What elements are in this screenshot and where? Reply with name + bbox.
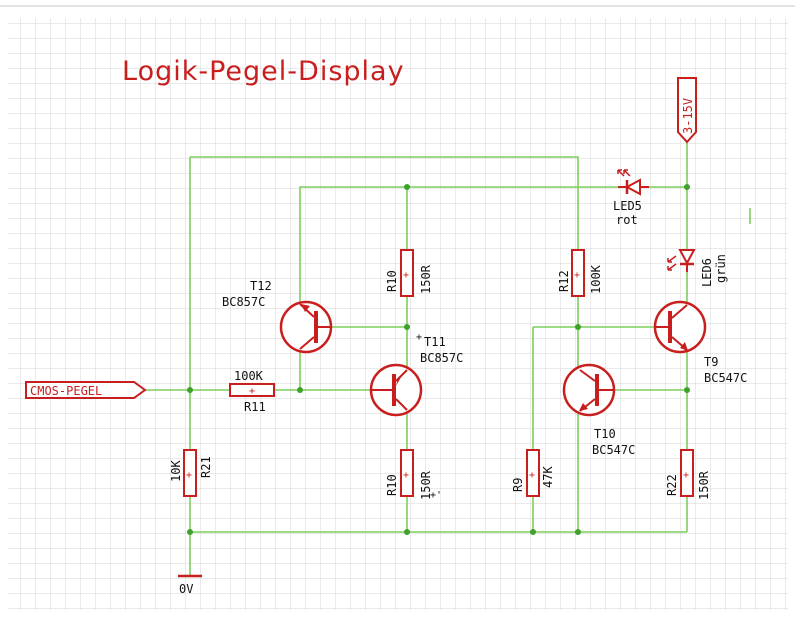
page-title: Logik-Pegel-Display bbox=[122, 56, 405, 87]
t12-value: BC857C bbox=[222, 295, 265, 309]
resistor-r21[interactable]: + 10K R21 bbox=[169, 449, 213, 497]
r10-top-value: 150R bbox=[419, 264, 433, 294]
plus-mark: + bbox=[403, 470, 409, 481]
resistor-r10-top[interactable]: + R10 150R bbox=[385, 249, 433, 297]
resistor-r12[interactable]: + R12 100K bbox=[557, 249, 603, 297]
transistor-t9[interactable]: T9 BC547C bbox=[653, 300, 747, 385]
led5-name: LED5 bbox=[613, 199, 642, 213]
junction-dot bbox=[404, 324, 410, 330]
led6-value: grün bbox=[714, 254, 728, 283]
r11-name: R11 bbox=[244, 400, 266, 414]
input-port-label: CMOS-PEGEL bbox=[30, 384, 102, 398]
t10-name: T10 bbox=[594, 427, 616, 441]
resistor-r10-bottom[interactable]: + R10 150R +' bbox=[385, 449, 442, 501]
plus-mark: + bbox=[683, 470, 689, 481]
t9-name: T9 bbox=[704, 355, 718, 369]
resistor-r9[interactable]: + R9 47K bbox=[511, 449, 555, 497]
supply-port-label: 3-15V bbox=[681, 98, 695, 134]
ground-label: 0V bbox=[179, 582, 193, 596]
r9-value: 47K bbox=[541, 466, 555, 488]
plus-mark: + bbox=[529, 470, 535, 481]
junction-dot bbox=[187, 529, 193, 535]
plus-mark: + bbox=[186, 470, 192, 481]
r22-value: 150R bbox=[697, 470, 711, 500]
r9-name: R9 bbox=[511, 478, 525, 492]
junctions bbox=[187, 184, 690, 535]
transistor-t10[interactable]: T10 BC547C bbox=[562, 363, 635, 457]
r22-name: R22 bbox=[665, 474, 679, 496]
junction-dot bbox=[575, 529, 581, 535]
wires bbox=[145, 140, 751, 575]
t10-value: BC547C bbox=[592, 443, 635, 457]
resistor-r11[interactable]: + 100K R11 bbox=[229, 369, 275, 414]
r10-bottom-value: 150R bbox=[419, 470, 433, 500]
r10-bottom-name: R10 bbox=[385, 474, 399, 496]
r12-name: R12 bbox=[557, 270, 571, 292]
junction-dot bbox=[297, 387, 303, 393]
t12-name: T12 bbox=[250, 279, 272, 293]
transistor-t11[interactable]: + T11 BC857C bbox=[369, 332, 463, 417]
r21-name: R21 bbox=[199, 456, 213, 478]
led6-name: LED6 bbox=[700, 258, 714, 287]
led5[interactable]: LED5 rot bbox=[613, 169, 649, 227]
junction-dot bbox=[684, 184, 690, 190]
input-port[interactable]: CMOS-PEGEL bbox=[25, 381, 147, 399]
t11-value: BC857C bbox=[420, 351, 463, 365]
junction-dot bbox=[575, 324, 581, 330]
t9-value: BC547C bbox=[704, 371, 747, 385]
plus-mark: + bbox=[249, 386, 255, 397]
junction-dot bbox=[404, 529, 410, 535]
led6[interactable]: LED6 grün bbox=[667, 249, 728, 287]
r11-value: 100K bbox=[234, 369, 264, 383]
r12-value: 100K bbox=[589, 264, 603, 294]
transistor-t12[interactable]: T12 BC857C bbox=[222, 279, 333, 354]
t11-name: T11 bbox=[424, 335, 446, 349]
junction-dot bbox=[684, 387, 690, 393]
resistor-r22[interactable]: + R22 150R bbox=[665, 449, 711, 500]
junction-dot bbox=[187, 387, 193, 393]
junction-dot bbox=[530, 529, 536, 535]
plus-mark: + bbox=[416, 332, 422, 343]
stray-mark: +' bbox=[430, 490, 442, 501]
junction-dot bbox=[404, 184, 410, 190]
plus-mark: + bbox=[574, 270, 580, 281]
plus-mark: + bbox=[403, 270, 409, 281]
supply-port[interactable]: 3-15V bbox=[677, 77, 697, 144]
r21-value: 10K bbox=[169, 460, 183, 482]
ground-symbol: 0V bbox=[178, 574, 202, 596]
led5-value: rot bbox=[616, 213, 638, 227]
r10-top-name: R10 bbox=[385, 270, 399, 292]
